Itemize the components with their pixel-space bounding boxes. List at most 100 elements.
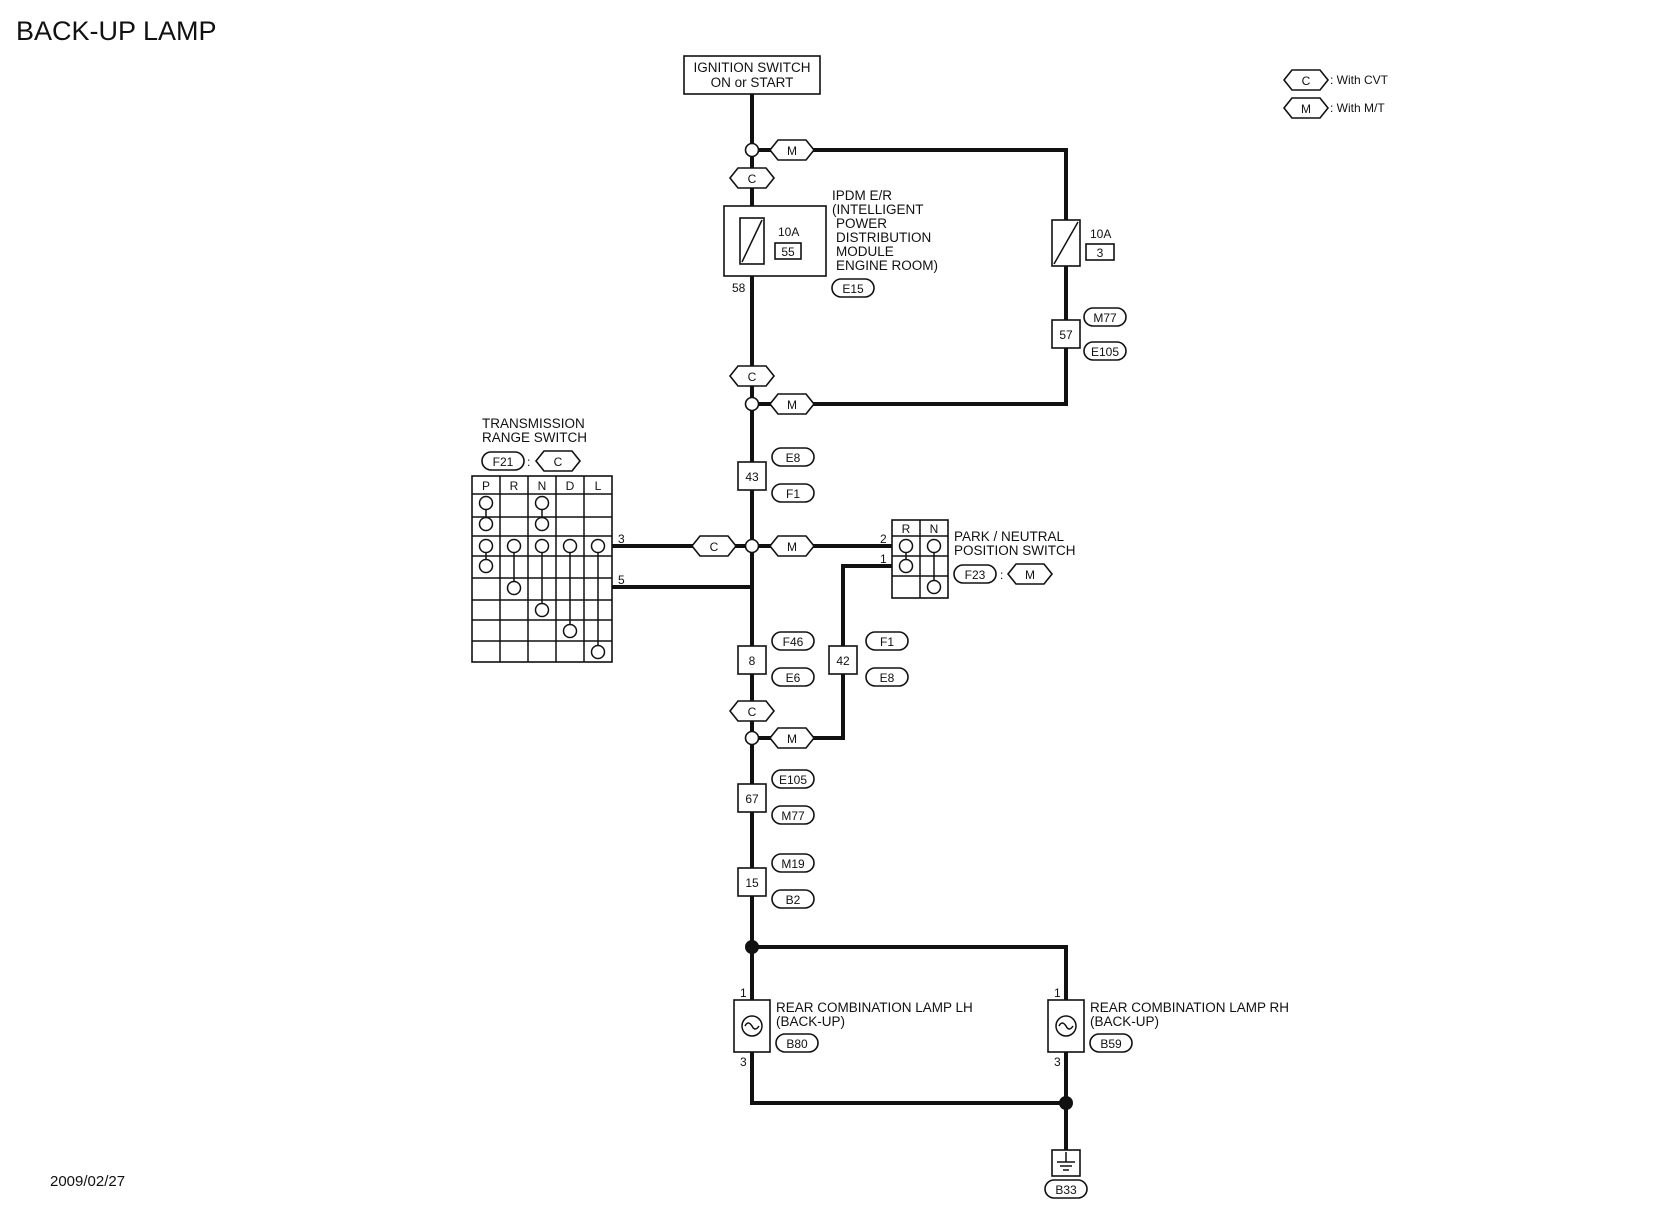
joint-57-badge-a <box>1083 307 1127 327</box>
joint-15-badge-b <box>771 889 815 909</box>
legend-mt-code: M <box>1301 102 1311 116</box>
tag-c-mid <box>728 365 776 387</box>
joint-67-number: 67 <box>745 792 759 806</box>
joint-15-badge-a <box>771 853 815 873</box>
joint-67-badge-b <box>771 805 815 825</box>
joint-42-box <box>828 645 858 675</box>
joint-43-connector-b: F1 <box>786 487 800 501</box>
ignition-switch-box <box>683 55 821 95</box>
lamp-rh-connector-badge <box>1089 1033 1133 1053</box>
joint-42-connector-a: F1 <box>880 635 894 649</box>
page-title: BACK-UP LAMP <box>16 16 217 46</box>
pnp-variant-tag <box>1006 563 1054 585</box>
lamp-lh-connector-badge <box>775 1033 819 1053</box>
tag-c-lower <box>728 700 776 722</box>
pnp-connector: F23 <box>965 568 986 582</box>
legend-mt-tag <box>1282 97 1330 119</box>
joint-42-badge-b <box>865 667 909 687</box>
trs-position-l: L <box>595 479 602 493</box>
joint-8-badge-b <box>771 667 815 687</box>
lamp-rh-connector: B59 <box>1100 1037 1122 1051</box>
trs-label-line2: RANGE SWITCH <box>482 430 587 445</box>
pnp-terminal-1-wire <box>756 564 894 740</box>
joint-57-badge-b <box>1083 341 1127 361</box>
splice-mid <box>744 396 760 412</box>
park-neutral-position-switch: R N 2 1 PARK / NEUTRAL POSITION SWITCH F… <box>880 519 1076 599</box>
tag-m-lower <box>768 727 816 749</box>
tag-c-top-label: C <box>748 172 757 186</box>
joint-42-connector-b: E8 <box>880 671 895 685</box>
pnp-variant: M <box>1025 568 1035 582</box>
tag-m-mid <box>768 393 816 415</box>
joint-connector-57: 57 M77 E105 <box>1051 307 1127 361</box>
tag-m-top <box>768 139 816 161</box>
joint-42-badge-a <box>865 631 909 651</box>
pnp-position-r: R <box>902 522 911 536</box>
joint-8-connector-a: F46 <box>783 635 804 649</box>
trs-variant: C <box>554 455 563 469</box>
joint-15-connector-a: M19 <box>781 857 805 871</box>
trs-position-d: D <box>566 479 575 493</box>
tag-c-switch <box>690 535 738 557</box>
joint-43-connector-a: E8 <box>786 451 801 465</box>
pnp-connector-badge <box>953 564 997 584</box>
trs-terminal-3: 3 <box>618 532 625 546</box>
lamp-lh-pin-3: 3 <box>740 1055 747 1069</box>
joint-8-number: 8 <box>749 654 756 668</box>
lamp-lh-filament-icon <box>744 1022 760 1030</box>
pnp-label-line2: POSITION SWITCH <box>954 543 1076 558</box>
pnp-position-n: N <box>930 522 939 536</box>
lamp-lh-box <box>733 999 771 1053</box>
joint-8-box <box>737 645 767 675</box>
joint-67-connector-a: E105 <box>779 773 807 787</box>
joint-57-connector-a: M77 <box>1093 311 1117 325</box>
ipdm-connector: E15 <box>842 282 864 296</box>
tag-c-switch-label: C <box>710 540 719 554</box>
joint-57-connector-b: E105 <box>1091 345 1119 359</box>
pnp-contacts <box>898 538 942 595</box>
legend-cvt-text: : With CVT <box>1330 73 1389 87</box>
joint-43-badge-b <box>771 483 815 503</box>
ground-connector: B33 <box>1055 1183 1077 1197</box>
joint-43-box <box>737 461 767 491</box>
trs-variant-tag <box>534 450 582 472</box>
trs-connector-badge <box>481 451 525 471</box>
trs-terminal-5: 5 <box>618 573 625 587</box>
mt-fuse-number-box <box>1085 243 1115 261</box>
ground-connector-badge <box>1044 1179 1088 1199</box>
splice-lower <box>744 730 760 746</box>
ignition-switch-line1: IGNITION SWITCH <box>694 60 811 75</box>
ground-point: B33 <box>1044 1149 1088 1199</box>
joint-connector-8: 8 F46 E6 <box>737 631 815 687</box>
ipdm-label-line6: ENGINE ROOM) <box>836 258 938 273</box>
lamp-rh-pin-1: 1 <box>1054 986 1061 1000</box>
ipdm-terminal: 58 <box>732 281 746 295</box>
ipdm-fuse-number: 55 <box>781 245 795 259</box>
joint-15-connector-b: B2 <box>786 893 801 907</box>
lamp-rh-label-line1: REAR COMBINATION LAMP RH <box>1090 1000 1289 1015</box>
joint-connector-43: 43 E8 F1 <box>737 447 815 503</box>
tag-c-lower-label: C <box>748 705 757 719</box>
joint-67-connector-b: M77 <box>781 809 805 823</box>
tag-m-top-label: M <box>787 144 797 158</box>
joint-15-box <box>737 867 767 897</box>
pnp-separator: : <box>1000 568 1003 582</box>
joint-43-number: 43 <box>745 470 759 484</box>
trs-position-r: R <box>510 479 519 493</box>
tag-c-mid-label: C <box>748 370 757 384</box>
joint-connector-67: 67 E105 M77 <box>737 769 815 825</box>
pnp-label-line1: PARK / NEUTRAL <box>954 529 1065 544</box>
joint-57-box <box>1051 319 1081 349</box>
splice-switch <box>744 538 760 554</box>
joint-8-badge-a <box>771 631 815 651</box>
mt-fuse-rating: 10A <box>1090 227 1111 241</box>
lamp-lh-connector: B80 <box>786 1037 808 1051</box>
lamp-rh-pin-3: 3 <box>1054 1055 1061 1069</box>
trs-contacts <box>478 495 606 660</box>
joint-43-badge-a <box>771 447 815 467</box>
trs-position-p: P <box>482 479 490 493</box>
junction-lamp-feed <box>745 940 759 954</box>
legend-cvt-tag <box>1282 69 1330 91</box>
ipdm-label-line4: DISTRIBUTION <box>836 230 931 245</box>
